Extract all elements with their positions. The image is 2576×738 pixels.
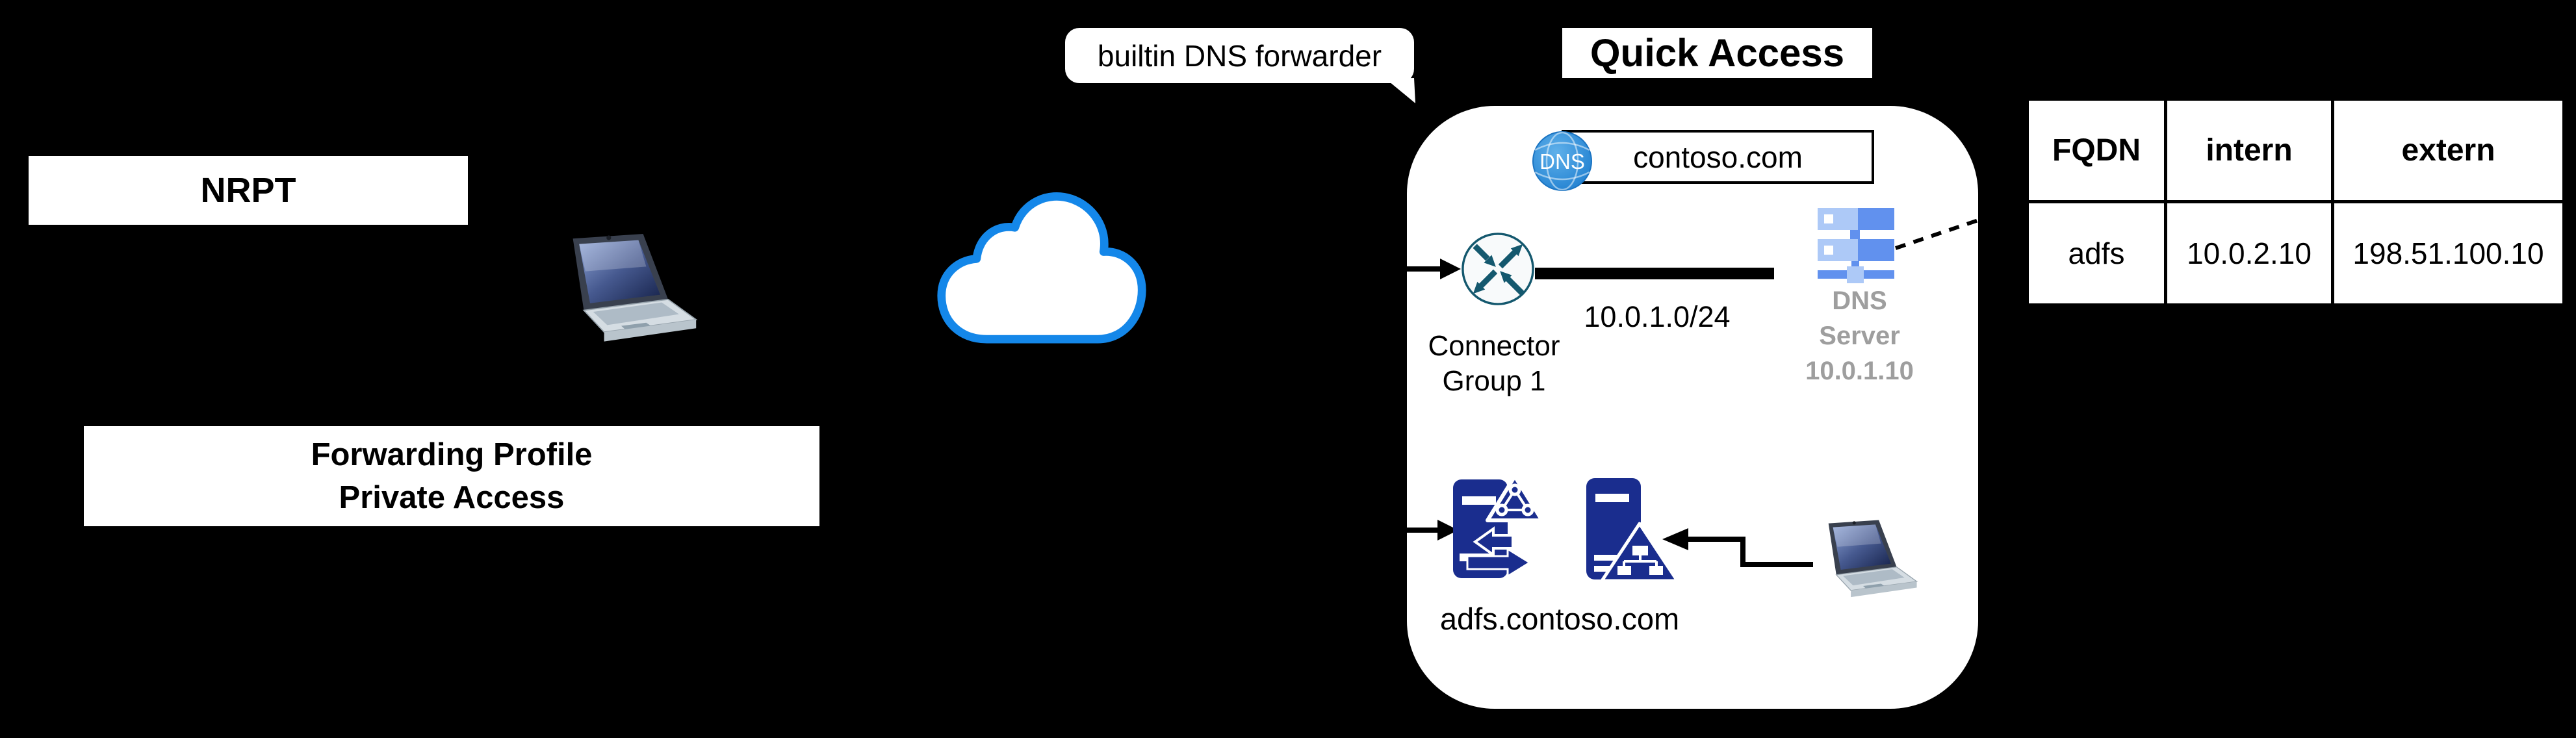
fqdn-table: FQDN intern extern adfs 10.0.2.10 198.51… (2029, 101, 2562, 307)
forwarding-profile-line2: Private Access (339, 480, 565, 515)
arrow-into-adfs (1407, 520, 1458, 541)
table-header-extern: extern (2334, 101, 2562, 200)
arrow-into-connector (1407, 259, 1461, 279)
subnet-label: 10.0.1.0/24 (1584, 300, 1731, 333)
table-cell-extern: 198.51.100.10 (2334, 203, 2562, 303)
table-cell-fqdn: adfs (2029, 203, 2164, 303)
callout-text: builtin DNS forwarder (1097, 38, 1382, 73)
connector-group-label: Connector Group 1 (1428, 330, 1560, 397)
domain-label: contoso.com (1633, 140, 1803, 174)
quick-access-title-text: Quick Access (1590, 31, 1845, 75)
dns-lookup-dashed-line (1895, 218, 1979, 250)
adfs-fqdn-label: adfs.contoso.com (1439, 601, 1680, 636)
dns-server-icon (1818, 208, 1894, 283)
router-icon (1462, 233, 1534, 305)
quick-access-title: Quick Access (1562, 28, 1872, 78)
adds-server-icon (1586, 478, 1678, 583)
callout-bubble: builtin DNS forwarder (1065, 28, 1414, 83)
forwarding-profile-box: Forwarding Profile Private Access (84, 426, 819, 526)
forwarding-profile-line1: Forwarding Profile (311, 437, 593, 472)
laptop-icon-small (1807, 520, 1919, 604)
dns-server-label: DNS Server 10.0.1.10 (1805, 286, 1914, 385)
quick-access-container (1407, 106, 1978, 709)
dns-badge-text: DNS (1539, 149, 1585, 173)
laptop-icon (543, 234, 699, 351)
network-segment-line (1535, 268, 1774, 279)
nrpt-label: NRPT (200, 171, 296, 210)
callout-bubble-tail (1385, 78, 1415, 103)
table-header-fqdn: FQDN (2029, 101, 2164, 200)
dns-globe-icon: DNS (1532, 131, 1592, 191)
cloud-icon (937, 192, 1146, 344)
domain-label-box: contoso.com (1562, 130, 1874, 184)
adfs-server-icon (1453, 474, 1544, 578)
arrow-laptop-to-adds (1662, 528, 1813, 567)
table-cell-intern: 10.0.2.10 (2167, 203, 2331, 303)
nrpt-label-box: NRPT (29, 156, 468, 225)
table-header-intern: intern (2167, 101, 2331, 200)
